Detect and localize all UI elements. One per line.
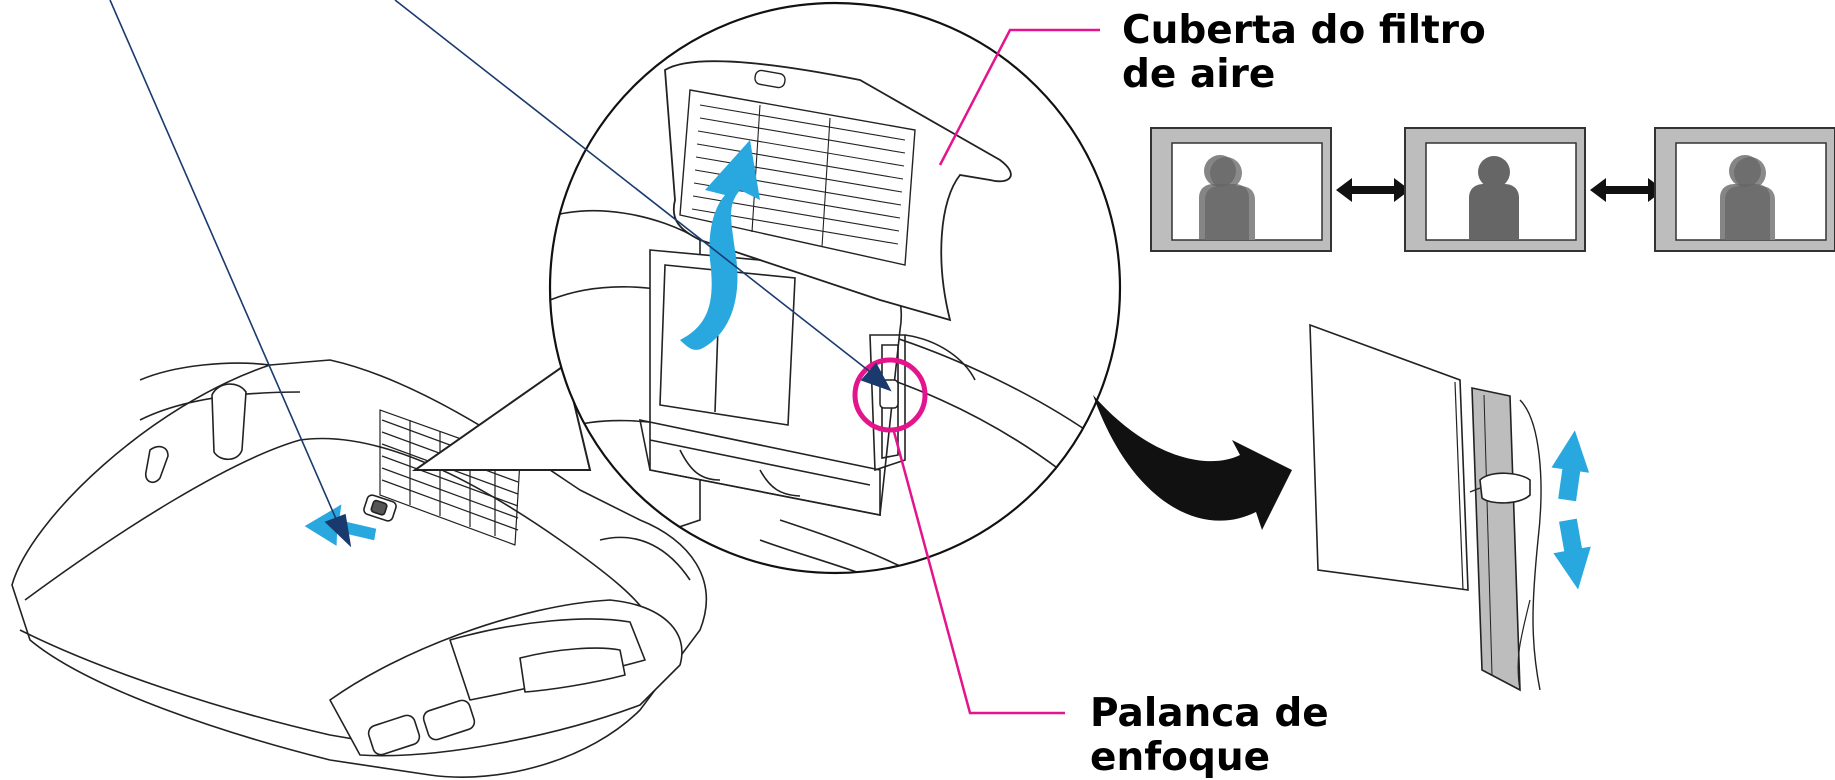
up-arrow-icon: [1551, 430, 1590, 502]
filter-cover: [664, 60, 1012, 322]
curved-arrow-icon: [1093, 395, 1292, 530]
filter-cover-label: Cuberta do filtro de aire: [1122, 9, 1486, 97]
focus-slider-closeup: [1309, 323, 1542, 692]
filter-cover-label-line2: de aire: [1122, 52, 1276, 97]
focus-lever-leader-line: [891, 427, 1065, 715]
pointer-arrowhead-icon: [860, 362, 892, 392]
pointer-lines: [109, 0, 892, 548]
filter-cover-label-line1: Cuberta do filtro: [1122, 8, 1486, 53]
pointer-arrowhead-icon: [324, 513, 352, 548]
focus-lever-label-line1: Palanca de: [1090, 691, 1329, 736]
preview-frame-focused: [1404, 127, 1586, 252]
focus-lever-label-line2: enfoque: [1090, 735, 1271, 780]
zoom-bubble-tail: [411, 363, 592, 471]
open-cover-arrow-icon: [680, 140, 760, 350]
down-arrow-icon: [1553, 518, 1591, 590]
double-arrow-icon: [1336, 178, 1410, 202]
filter-cover-leader-line: [938, 28, 1100, 166]
focus-lever-highlight: [852, 357, 928, 433]
focus-preview: [1150, 127, 1835, 252]
focus-lever-label: Palanca de enfoque: [1090, 692, 1329, 780]
preview-frame-blurred: [1654, 127, 1835, 252]
double-arrow-icon: [1590, 178, 1664, 202]
preview-frame-blurred: [1150, 127, 1332, 252]
zoom-bubble: [548, 1, 1122, 575]
focus-slider-knob: [1479, 472, 1531, 504]
